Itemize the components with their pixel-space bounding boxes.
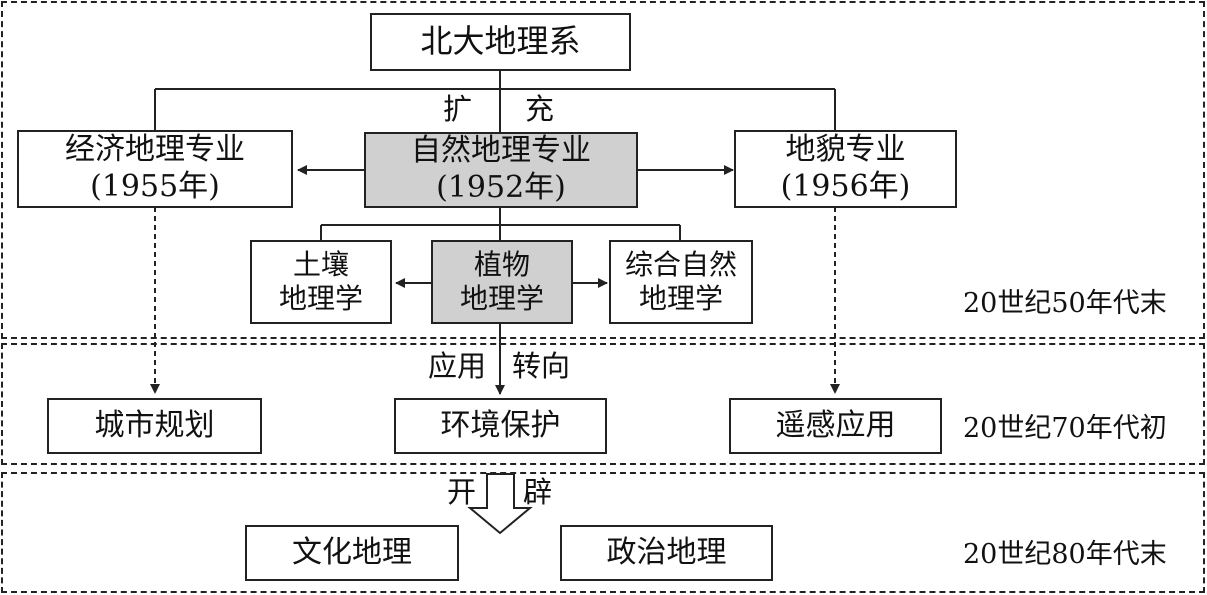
open-arrow-icon: [467, 473, 533, 535]
period-region-70s: [1, 343, 1205, 465]
period-region-50s: [1, 1, 1205, 339]
edge-label-turn: 转向: [512, 349, 571, 383]
node-geomorph: 地貌专业 (1956年): [734, 130, 957, 208]
node-econ: 经济地理专业 (1955年): [17, 130, 293, 208]
period-label-50s: 20世纪50年代末: [963, 288, 1167, 319]
edge-label-open-right: 辟: [523, 475, 553, 509]
edge-label-expand-left: 扩: [443, 92, 473, 126]
node-integrated: 综合自然 地理学: [609, 240, 753, 324]
node-plant: 植物 地理学: [431, 240, 573, 324]
edge-label-expand-right: 充: [525, 92, 555, 126]
period-label-70s: 20世纪70年代初: [963, 413, 1167, 444]
node-soil: 土壤 地理学: [250, 240, 392, 324]
node-remote: 遥感应用: [729, 398, 942, 454]
edge-label-apply: 应用: [428, 349, 487, 383]
node-politics: 政治地理: [560, 525, 773, 581]
node-root: 北大地理系: [370, 13, 631, 71]
node-culture: 文化地理: [245, 525, 459, 581]
node-urban: 城市规划: [47, 398, 262, 454]
node-env: 环境保护: [394, 398, 607, 454]
node-natural: 自然地理专业 (1952年): [364, 132, 638, 208]
period-label-80s: 20世纪80年代末: [963, 539, 1167, 570]
period-region-80s: [1, 472, 1205, 593]
edge-label-open-left: 开: [447, 475, 477, 509]
